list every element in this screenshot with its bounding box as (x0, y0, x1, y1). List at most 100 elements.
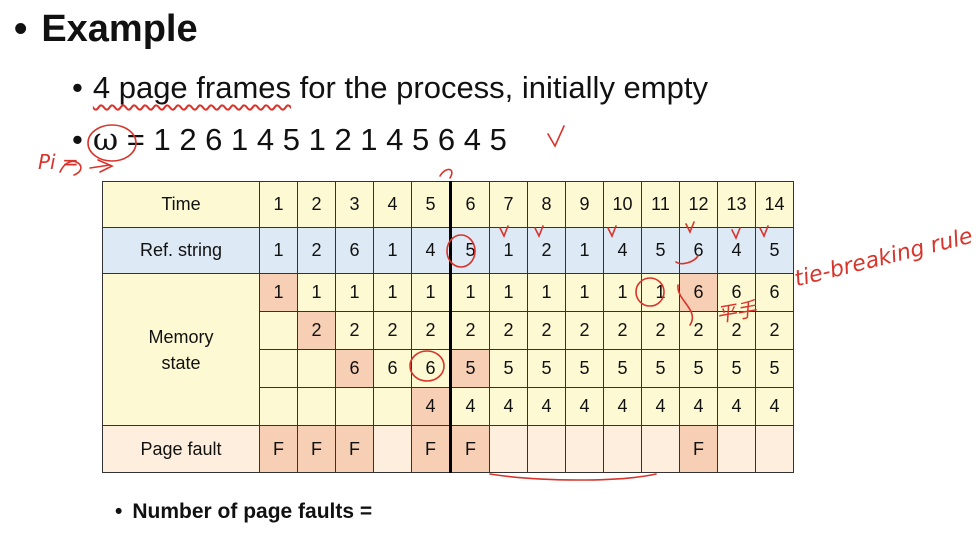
frame2-cell-5: 2 (411, 311, 451, 350)
fault-brace-mark (489, 473, 657, 481)
memory-label-line1: Memory (148, 326, 214, 347)
frame1-cell-6: 1 (449, 273, 490, 312)
ref-cell-13: 4 (717, 227, 756, 274)
checkmark-stroke (547, 125, 565, 148)
pi-note: Pi = (38, 150, 79, 174)
frame4-cell-10: 4 (603, 387, 642, 426)
ref-cell-12: 6 (679, 227, 718, 274)
frame1-cell-1: 1 (259, 273, 298, 312)
time-cell-9: 9 (565, 181, 604, 228)
time-cell-14: 14 (755, 181, 794, 228)
fault-cell-11 (641, 425, 680, 473)
frame3-cell-6: 5 (449, 349, 490, 388)
fault-cell-5: F (411, 425, 451, 473)
fault-cell-3: F (335, 425, 374, 473)
frame3-cell-8: 5 (527, 349, 566, 388)
fault-cell-2: F (297, 425, 336, 473)
slide-heading: •Example (14, 8, 198, 51)
time-cell-6: 6 (449, 181, 490, 228)
frame3-cell-13: 5 (717, 349, 756, 388)
frame4-cell-4 (373, 387, 412, 426)
frame1-cell-8: 1 (527, 273, 566, 312)
frame3-cell-11: 5 (641, 349, 680, 388)
bullet-dot: • (72, 70, 83, 105)
ref-cell-8: 2 (527, 227, 566, 274)
frame2-cell-10: 2 (603, 311, 642, 350)
frame1-cell-14: 6 (755, 273, 794, 312)
frame4-cell-13: 4 (717, 387, 756, 426)
frame2-cell-2: 2 (297, 311, 336, 350)
ref-cell-9: 1 (565, 227, 604, 274)
frame4-cell-8: 4 (527, 387, 566, 426)
bullet-dot: • (72, 122, 83, 157)
frame1-cell-2: 1 (297, 273, 336, 312)
frame4-cell-12: 4 (679, 387, 718, 426)
frame2-cell-7: 2 (489, 311, 528, 350)
frame4-cell-14: 4 (755, 387, 794, 426)
fault-cell-6: F (449, 425, 490, 473)
fault-cell-13 (717, 425, 756, 473)
frame3-cell-2 (297, 349, 336, 388)
note-text: Number of page faults = (132, 500, 373, 523)
time-cell-7: 7 (489, 181, 528, 228)
page-fault-count-note: • Number of page faults = (115, 500, 372, 524)
time-cell-3: 3 (335, 181, 374, 228)
time-cell-1: 1 (259, 181, 298, 228)
frame2-cell-12: 2 (679, 311, 718, 350)
frame4-cell-11: 4 (641, 387, 680, 426)
frame1-cell-5: 1 (411, 273, 451, 312)
frame3-cell-14: 5 (755, 349, 794, 388)
page-frames-rest: for the process, initially empty (291, 70, 708, 105)
frame4-cell-9: 4 (565, 387, 604, 426)
time-cell-2: 2 (297, 181, 336, 228)
divider-mark (439, 168, 453, 179)
ref-cell-7: 1 (489, 227, 528, 274)
frame4-cell-6: 4 (449, 387, 490, 426)
bullet-dot: • (115, 500, 123, 523)
ref-cell-6: 5 (449, 227, 490, 274)
ref-cell-1: 1 (259, 227, 298, 274)
frame4-cell-1 (259, 387, 298, 426)
fault-cell-10 (603, 425, 642, 473)
frame2-cell-6: 2 (449, 311, 490, 350)
time-label: Time (102, 181, 260, 228)
frame1-cell-12: 6 (679, 273, 718, 312)
ref-cell-3: 6 (335, 227, 374, 274)
frame1-cell-7: 1 (489, 273, 528, 312)
fault-cell-7 (489, 425, 528, 473)
frame3-cell-3: 6 (335, 349, 374, 388)
frame2-cell-4: 2 (373, 311, 412, 350)
frame2-cell-9: 2 (565, 311, 604, 350)
page-fault-label: Page fault (102, 425, 260, 473)
frame4-cell-2 (297, 387, 336, 426)
ref-cell-4: 1 (373, 227, 412, 274)
bullet-reference-string: • ω = 1 2 6 1 4 5 1 2 1 4 5 6 4 5 (72, 122, 507, 158)
omega-symbol: ω (92, 122, 119, 158)
time-cell-13: 13 (717, 181, 756, 228)
frame2-cell-1 (259, 311, 298, 350)
tie-breaking-note: tie-breaking rule (792, 223, 976, 293)
frame2-cell-11: 2 (641, 311, 680, 350)
frame4-cell-7: 4 (489, 387, 528, 426)
ref-cell-14: 5 (755, 227, 794, 274)
frame1-cell-3: 1 (335, 273, 374, 312)
frame4-cell-5: 4 (411, 387, 451, 426)
frame3-cell-12: 5 (679, 349, 718, 388)
frame1-cell-4: 1 (373, 273, 412, 312)
frame1-cell-13: 6 (717, 273, 756, 312)
ref-cell-5: 4 (411, 227, 451, 274)
fault-cell-1: F (259, 425, 298, 473)
frame1-cell-9: 1 (565, 273, 604, 312)
frame2-cell-3: 2 (335, 311, 374, 350)
time-cell-10: 10 (603, 181, 642, 228)
reference-string-text: = 1 2 6 1 4 5 1 2 1 4 5 6 4 5 (118, 122, 507, 157)
time-cell-5: 5 (411, 181, 451, 228)
